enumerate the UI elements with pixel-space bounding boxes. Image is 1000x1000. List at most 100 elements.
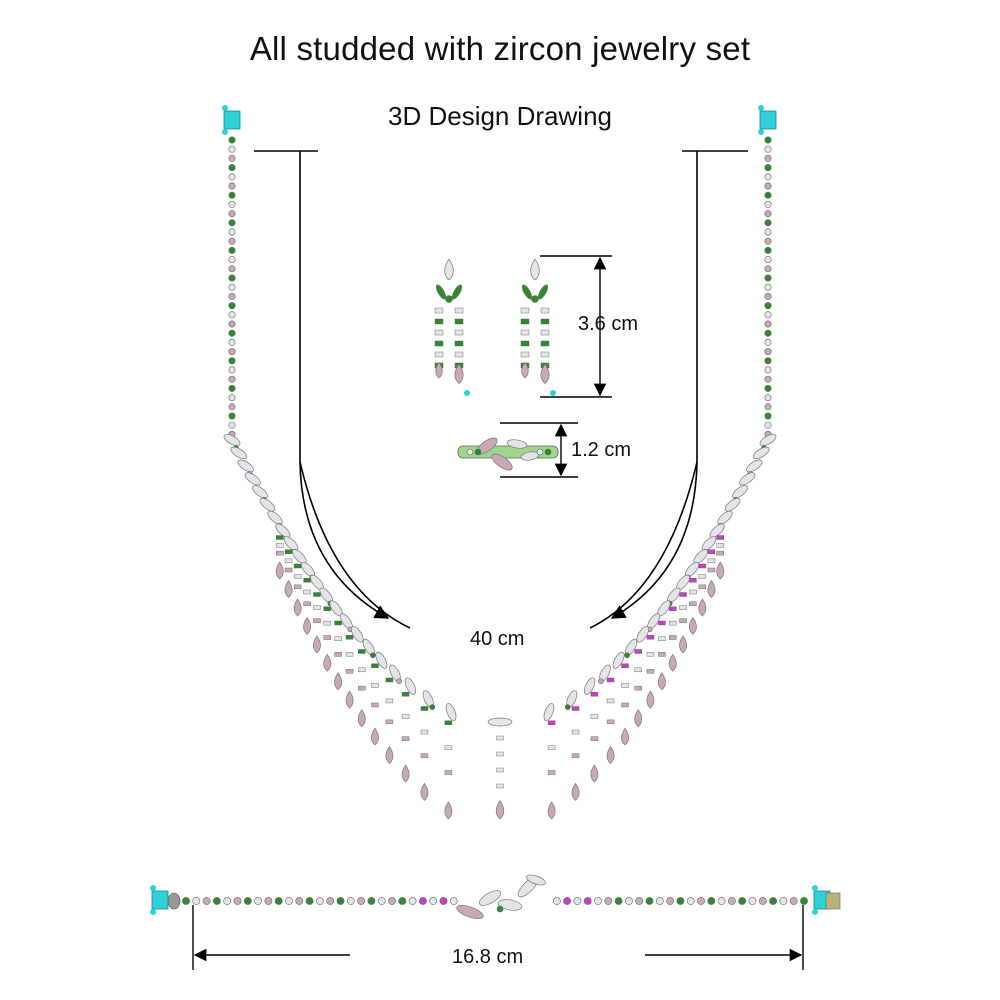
zircon-stone [676,897,685,905]
pear-stone [357,709,366,728]
pear-stone [284,579,293,598]
zircon-stone [624,652,630,659]
zircon-stone [228,154,236,162]
bar-stone [590,692,599,697]
zircon-stone [697,897,705,905]
zircon-stone [764,403,772,411]
zircon-stone [228,357,236,365]
bar-stone [646,652,655,657]
marquise-stone [752,446,770,460]
zircon-stone [357,897,365,905]
zircon-stone [212,897,221,905]
earring-back [464,390,470,396]
clasp-hook [812,909,818,915]
zircon-stone [769,897,777,905]
zircon-stone [764,246,772,254]
bar-stone [454,351,464,358]
zircon-stone [764,228,772,236]
pear-stone [303,616,312,635]
zircon-stone [717,897,726,905]
pear-stone [646,690,655,709]
bar-stone [621,683,629,688]
bar-stone [634,667,642,673]
bar-stone [276,535,284,540]
marquise-stone [497,899,523,911]
bar-stone [303,578,311,583]
bar-stone [434,351,444,358]
bar-stone [571,753,580,758]
zircon-stone [764,237,772,245]
zircon-stone [396,678,402,684]
zircon-stone [295,897,304,905]
zircon-stone [655,897,664,905]
zircon-stone [228,366,236,374]
pear-stone [621,727,629,746]
zircon-stone [228,394,236,402]
zircon-stone [429,704,436,710]
pear-stone [540,363,550,384]
zircon-stone [764,348,772,356]
bar-stone [679,618,687,623]
zircon-stone [764,164,772,172]
zircon-stone [228,200,236,208]
bar-stone [334,636,342,641]
zircon-stone [228,421,236,429]
bar-stone [401,736,410,741]
clasp [223,110,241,130]
bar-stone [496,735,504,741]
bar-stone [358,649,366,654]
marquise-stone [275,523,291,538]
ring-height-label: 1.2 cm [571,439,632,461]
marquise-stone [636,626,650,643]
bar-stone [284,558,293,564]
clasp-hook [812,885,818,891]
zircon-stone [625,897,633,905]
zircon-stone [315,897,324,905]
bar-stone [358,667,366,673]
pear-stone [716,561,725,580]
zircon-stone [707,897,716,905]
marquise-stone [230,446,248,460]
zircon-stone [228,274,236,282]
ring-height-guide [500,422,578,478]
clasp [759,110,777,130]
zircon-stone [764,136,772,144]
zircon-stone [182,897,190,905]
bar-stone [444,770,453,775]
pear-stone [313,635,321,654]
zircon-stone [228,191,236,199]
marquise-stone [526,874,546,886]
zircon-stone [764,311,772,319]
marquise-stone [724,497,741,512]
earring-height-guide [540,255,612,398]
zircon-stone [635,897,644,905]
zircon-stone [305,897,314,905]
earring-back [550,390,556,396]
drawing-subtitle: 3D Design Drawing [388,101,612,131]
zircon-stone [377,897,386,905]
zircon-stone [666,897,674,905]
marquise-stone [435,284,447,300]
bar-stone [716,543,724,548]
pear-stone [707,579,716,598]
zircon-stone [764,329,772,337]
bar-stone [646,669,655,674]
marquise-stone [709,523,725,538]
bar-stone [707,567,716,573]
bar-stone [689,601,697,606]
zircon-stone [202,897,211,905]
zircon-stone [228,210,236,218]
clasp-hook [222,129,228,135]
bar-stone [371,663,379,668]
zircon-stone [228,136,236,144]
zircon-stone [764,191,772,199]
marquise-stone [445,703,457,721]
zircon-stone [228,246,236,254]
bar-stone [669,606,677,611]
bar-stone [313,605,321,610]
marquise-stone [583,677,596,695]
zircon-stone [728,897,736,905]
zircon-stone [228,182,236,190]
zircon-stone [764,338,772,346]
clasp-hook [758,129,764,135]
